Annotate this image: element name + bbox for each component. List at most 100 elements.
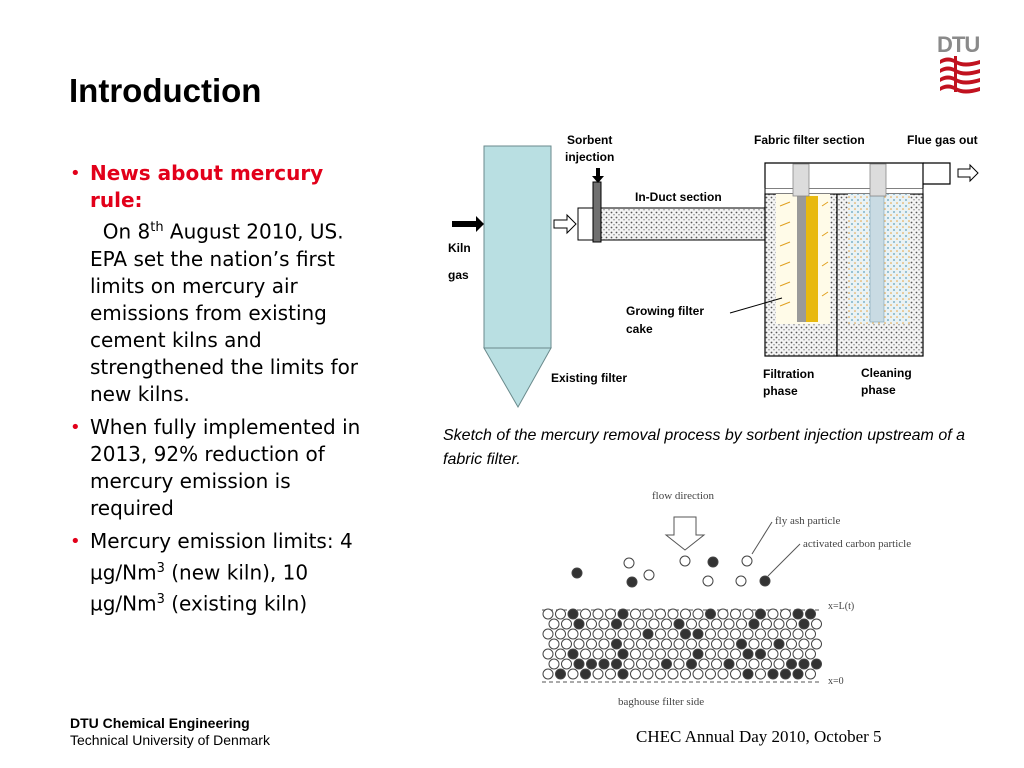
cake-particle	[673, 638, 685, 650]
cake-particle	[592, 608, 604, 620]
cake-particle	[748, 638, 760, 650]
cake-particle	[736, 618, 747, 630]
cake-particle	[805, 608, 816, 620]
date-prefix: On 8	[102, 219, 151, 244]
cake-particle	[717, 668, 729, 680]
label-filtration: Filtration	[763, 367, 814, 381]
filter-top-plenum	[764, 187, 924, 195]
label-flow-direction: flow direction	[652, 490, 715, 502]
footer-org-sub: Technical University of Denmark	[70, 732, 270, 748]
cake-particle	[698, 618, 710, 630]
cake-particle	[780, 668, 791, 680]
cake-particle	[705, 668, 716, 680]
footer-event: CHEC Annual Day 2010, October 5	[636, 727, 882, 746]
cake-particle	[573, 618, 585, 630]
cake-particle	[605, 608, 616, 620]
bullet-dot: •	[70, 163, 81, 184]
dtu-logo: DTU	[937, 32, 980, 94]
cake-particle	[611, 638, 622, 650]
bullet-body-c: (existing kiln)	[164, 591, 308, 616]
footer-organization: DTU Chemical Engineering Technical Unive…	[70, 715, 270, 749]
cake-particle	[555, 648, 566, 660]
cake-particle	[780, 628, 791, 640]
cake-particle	[667, 628, 679, 640]
diagram-caption: Sketch of the mercury removal process by…	[443, 427, 966, 468]
cake-particle	[605, 668, 616, 680]
cake-particle	[698, 638, 710, 650]
cake-particle	[798, 618, 810, 630]
cake-particle	[623, 618, 635, 630]
cake-particle	[792, 628, 804, 640]
bullet-list: • News about mercury rule: On 8th August…	[68, 160, 368, 624]
cake-particle	[611, 618, 622, 630]
bullet-heading: News about mercury rule:	[90, 161, 324, 212]
label-cleaning: Cleaning	[861, 366, 912, 380]
cake-particle	[623, 638, 635, 650]
cake-particle	[742, 668, 754, 680]
cake-particle	[705, 648, 716, 660]
cake-particle	[555, 608, 566, 620]
cake-particle	[686, 618, 697, 630]
cake-particle	[561, 618, 572, 630]
cake-particle	[655, 628, 666, 640]
label-gas: gas	[448, 268, 469, 282]
flue-gas-arrow-icon	[957, 163, 979, 183]
cake-particle	[630, 648, 641, 660]
cake-particle	[748, 618, 760, 630]
cake-particle	[686, 638, 697, 650]
cake-particle	[805, 668, 816, 680]
sorbent-lance	[592, 181, 602, 243]
cake-particle	[767, 668, 779, 680]
cake-particle	[811, 658, 822, 670]
label-flue-gas-out: Flue gas out	[907, 133, 978, 147]
cake-particle	[705, 608, 716, 620]
bullet-body: August 2010, US. EPA set the nation’s fi…	[90, 219, 359, 406]
cake-particle	[598, 658, 610, 670]
cake-particle	[780, 648, 791, 660]
cake-particle	[730, 648, 741, 660]
cake-particle	[617, 628, 629, 640]
unit-superscript: 3	[156, 560, 165, 576]
cake-particle	[711, 618, 722, 630]
cake-particle	[811, 638, 822, 650]
cake-particle	[811, 618, 822, 630]
cake-particle	[567, 648, 579, 660]
cake-particle	[773, 658, 785, 670]
cake-particle	[655, 608, 666, 620]
kiln-filter-body	[483, 145, 552, 349]
cake-particle	[692, 608, 704, 620]
cake-particle	[661, 638, 672, 650]
cake-particle	[567, 668, 579, 680]
label-sorbent: Sorbent	[567, 133, 612, 147]
process-diagram: Sorbent injection Fabric filter section …	[448, 133, 979, 409]
cake-particle	[611, 658, 622, 670]
cake-particle	[680, 648, 691, 660]
cake-particle	[592, 628, 604, 640]
cake-particle	[780, 608, 791, 620]
cake-particle	[573, 638, 585, 650]
cake-particle	[561, 638, 572, 650]
cake-particle	[680, 628, 691, 640]
cake-particle	[742, 648, 754, 660]
cake-particle	[711, 658, 722, 670]
cake-particle	[667, 608, 679, 620]
cake-particle	[623, 658, 635, 670]
cake-particle	[761, 618, 772, 630]
cake-particle	[761, 638, 772, 650]
flow-arrow-icon	[664, 516, 706, 551]
cake-particle	[542, 628, 554, 640]
cake-particle	[586, 658, 597, 670]
cake-particle	[742, 628, 754, 640]
cake-particle	[667, 648, 679, 660]
cake-particle	[580, 668, 591, 680]
cake-pointer	[729, 297, 783, 314]
bullet-paragraph: On 8th August 2010, US. EPA set the nati…	[90, 214, 368, 408]
filter-bag-cleaning	[848, 163, 910, 324]
cake-particle	[773, 638, 785, 650]
cake-particle	[648, 618, 660, 630]
cake-particle	[580, 608, 591, 620]
cake-particle	[786, 618, 797, 630]
cake-particle	[642, 608, 654, 620]
cake-particle	[542, 608, 554, 620]
label-baghouse: baghouse filter side	[618, 696, 704, 708]
